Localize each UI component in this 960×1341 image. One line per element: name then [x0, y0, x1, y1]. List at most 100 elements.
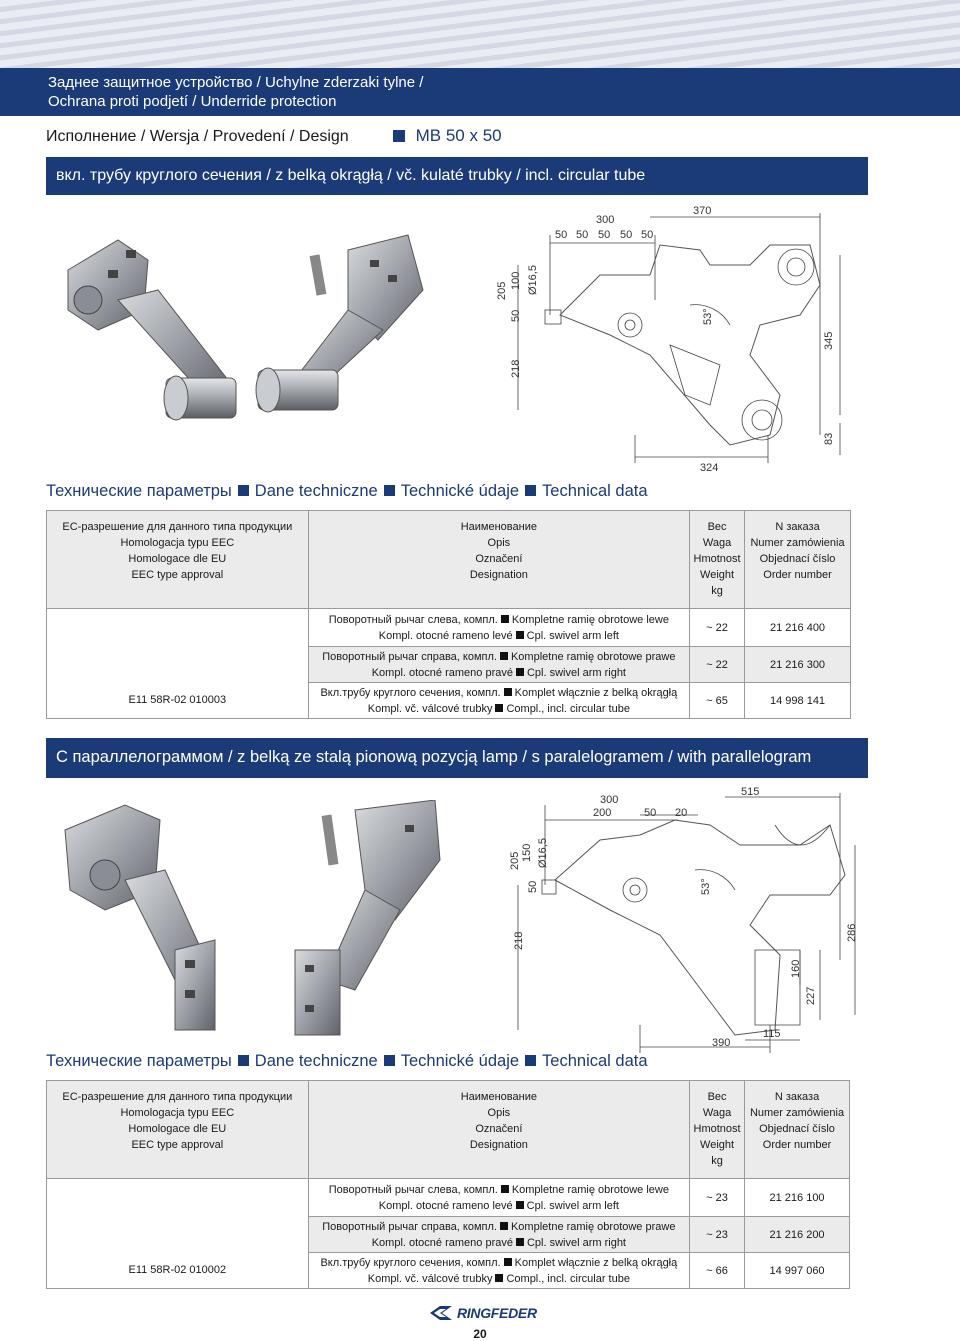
section1-spec-table: ЕС-разрешение для данного типа продукции… — [46, 510, 851, 719]
square-bullet-icon — [499, 651, 508, 660]
header-order-number: N заказа Numer zamówienia Objednací čísl… — [744, 1080, 850, 1179]
dim-angle: 53° — [702, 308, 714, 325]
section2-technical-drawing — [517, 793, 856, 1053]
weight-cell: ~ 66 — [689, 1252, 746, 1289]
tech-title-ru: Технические параметры — [46, 1052, 232, 1070]
designation-cell: Поворотный рычаг справа, компл.Kompletne… — [307, 646, 691, 683]
dim-50-vertical: 50 — [527, 880, 539, 893]
dim-286: 286 — [846, 923, 858, 942]
section2-subtitle-bar: С параллелограммом / z belką ze stalą pi… — [46, 738, 868, 778]
ringfeder-wordmark: RINGFEDER — [457, 1305, 537, 1321]
square-bullet-icon — [237, 1055, 249, 1066]
tech-title-en: Technical data — [542, 482, 648, 500]
square-bullet-icon — [237, 485, 249, 496]
dim-50: 50 — [576, 229, 589, 241]
swivel-arm-right — [297, 234, 424, 391]
dim-205: 205 — [496, 281, 508, 300]
dim-angle: 53° — [700, 878, 712, 895]
header-approval: ЕС-разрешение для данного типа продукции… — [46, 510, 309, 609]
dim-50: 50 — [641, 229, 654, 241]
section1-technical-drawing — [517, 213, 841, 463]
dim-227: 227 — [805, 986, 817, 1005]
dim-205: 205 — [509, 851, 521, 870]
variant-model: MB 50 x 50 — [415, 126, 502, 145]
decorative-top-band — [0, 0, 960, 68]
header-approval: ЕС-разрешение для данного типа продукции… — [46, 1080, 309, 1179]
table-row: Вкл.трубу круглого сечения, компл.Komple… — [47, 682, 851, 719]
weight-cell: ~ 22 — [689, 608, 746, 647]
section2-spec-table: ЕС-разрешение для данного типа продукции… — [46, 1080, 850, 1289]
dim-390: 390 — [712, 1037, 731, 1049]
table-row: Вкл.трубу круглого сечения, компл.Komple… — [47, 1252, 850, 1289]
square-bullet-icon — [393, 130, 406, 142]
dim-218: 218 — [513, 931, 525, 950]
square-bullet-icon — [383, 1055, 395, 1066]
dim-160: 160 — [790, 959, 802, 978]
order-number-cell: 21 216 300 — [744, 646, 851, 683]
dim-50: 50 — [620, 229, 633, 241]
section2-tech-heading: Технические параметры Dane techniczne Tech… — [46, 1052, 648, 1071]
dim-diameter: Ø16,5 — [537, 838, 549, 868]
weight-cell: ~ 23 — [689, 1216, 746, 1253]
section1-product-photo — [67, 234, 424, 421]
approval-number: E11 58R-02 010003 — [46, 608, 309, 719]
swivel-arm-left — [67, 239, 229, 401]
page-title-line2: Ochrana proti podjetí / Underride protec… — [48, 93, 337, 110]
section1-subtitle-bar: вкл. трубу круглого сечения / z belką ok… — [46, 157, 868, 195]
dim-100: 100 — [510, 271, 522, 290]
header-weight: Вес Waga Hmotnost Weight kg — [689, 1080, 746, 1179]
tech-title-cz: Technické údaje — [400, 1052, 520, 1070]
square-bullet-icon — [515, 630, 524, 639]
square-bullet-icon — [515, 667, 524, 676]
tech-title-pl: Dane techniczne — [254, 482, 378, 500]
dim-324: 324 — [700, 462, 719, 474]
tech-title-ru: Технические параметры — [46, 482, 232, 500]
dim-83: 83 — [823, 432, 835, 445]
dim-diameter: Ø16,5 — [527, 265, 539, 295]
section2-subtitle: С параллелограммом / z belką ze stalą pi… — [56, 748, 812, 766]
header-weight: Вес Waga Hmotnost Weight kg — [689, 510, 746, 609]
page-number: 20 — [473, 1327, 487, 1341]
section2-product-photo — [64, 800, 441, 1036]
square-bullet-icon — [500, 614, 509, 623]
ringfeder-logo-icon — [430, 1306, 452, 1320]
designation-cell: Поворотный рычаг слева, компл.Kompletne … — [307, 1178, 691, 1217]
page-title: Заднее защитное устройство / Uchylne zde… — [0, 68, 960, 116]
table-row: E11 58R-02 010003 Поворотный рычаг слева… — [46, 608, 851, 719]
dim-345: 345 — [823, 331, 835, 350]
square-bullet-icon — [515, 1200, 524, 1209]
dim-50: 50 — [644, 807, 657, 819]
order-number-cell: 21 216 400 — [744, 608, 851, 647]
tech-title-pl: Dane techniczne — [254, 1052, 378, 1070]
order-number-cell: 21 216 200 — [744, 1216, 850, 1253]
square-bullet-icon — [495, 1273, 504, 1282]
order-number-cell: 14 997 060 — [744, 1252, 850, 1289]
square-bullet-icon — [503, 1257, 512, 1266]
swivel-arm-left — [64, 804, 216, 1031]
square-bullet-icon — [503, 687, 512, 696]
variant-label: Исполнение / Wersja / Provedení / Design — [46, 128, 349, 145]
square-bullet-icon — [525, 485, 537, 496]
weight-cell: ~ 22 — [689, 646, 746, 683]
dim-20: 20 — [675, 807, 688, 819]
square-bullet-icon — [499, 1221, 508, 1230]
square-bullet-icon — [525, 1055, 537, 1066]
dim-218: 218 — [510, 359, 522, 378]
designation-cell: Вкл.трубу круглого сечения, компл.Komple… — [307, 1252, 691, 1289]
dim-50: 50 — [555, 229, 568, 241]
swivel-arm-right — [294, 800, 441, 1036]
square-bullet-icon — [383, 485, 395, 496]
designation-cell: Поворотный рычаг слева, компл.Kompletne … — [307, 608, 691, 647]
header-designation: Наименование Opis Označení Designation — [307, 510, 691, 609]
dim-300: 300 — [600, 794, 619, 806]
circular-tube — [163, 367, 339, 421]
table-row: Поворотный рычаг справа, компл.Kompletne… — [47, 646, 851, 683]
tech-title-cz: Technické údaje — [400, 482, 520, 500]
tech-title-en: Technical data — [542, 1052, 648, 1070]
order-number-cell: 14 998 141 — [744, 682, 851, 719]
page-title-line1: Заднее защитное устройство / Uchylne zde… — [48, 74, 424, 91]
dim-50: 50 — [598, 229, 611, 241]
dim-200: 200 — [593, 807, 612, 819]
section1-subtitle: вкл. трубу круглого сечения / z belką ok… — [56, 167, 646, 184]
table-row: E11 58R-02 010002 Поворотный рычаг слева… — [46, 1178, 850, 1289]
